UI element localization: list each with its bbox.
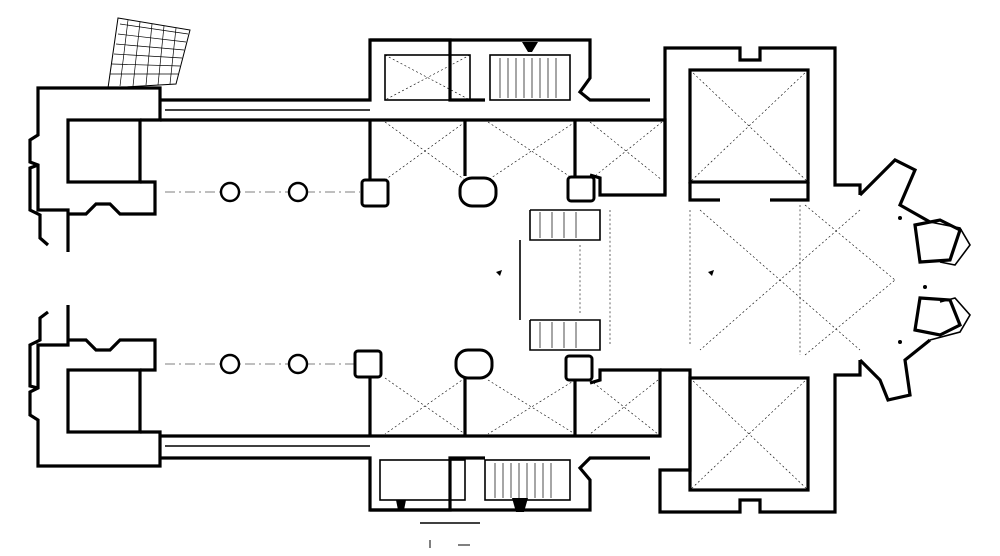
exterior-stair-wedge <box>107 17 191 89</box>
chancel-steps <box>519 209 691 351</box>
plan-markers <box>420 270 714 548</box>
nave-arcade-axis <box>165 191 360 365</box>
north-side-vaults <box>368 118 667 197</box>
south-annex <box>370 456 650 512</box>
north-transept-tower <box>663 46 862 202</box>
north-aisle-wall <box>160 38 485 122</box>
west-front-lower-tower <box>28 305 162 468</box>
west-front-upper-tower <box>28 86 162 252</box>
south-transept-tower <box>658 360 862 514</box>
north-annex <box>370 38 650 102</box>
nave-columns <box>219 175 596 382</box>
south-side-vaults <box>368 368 662 438</box>
choir-apse <box>699 158 971 402</box>
south-aisle-wall <box>160 434 485 512</box>
